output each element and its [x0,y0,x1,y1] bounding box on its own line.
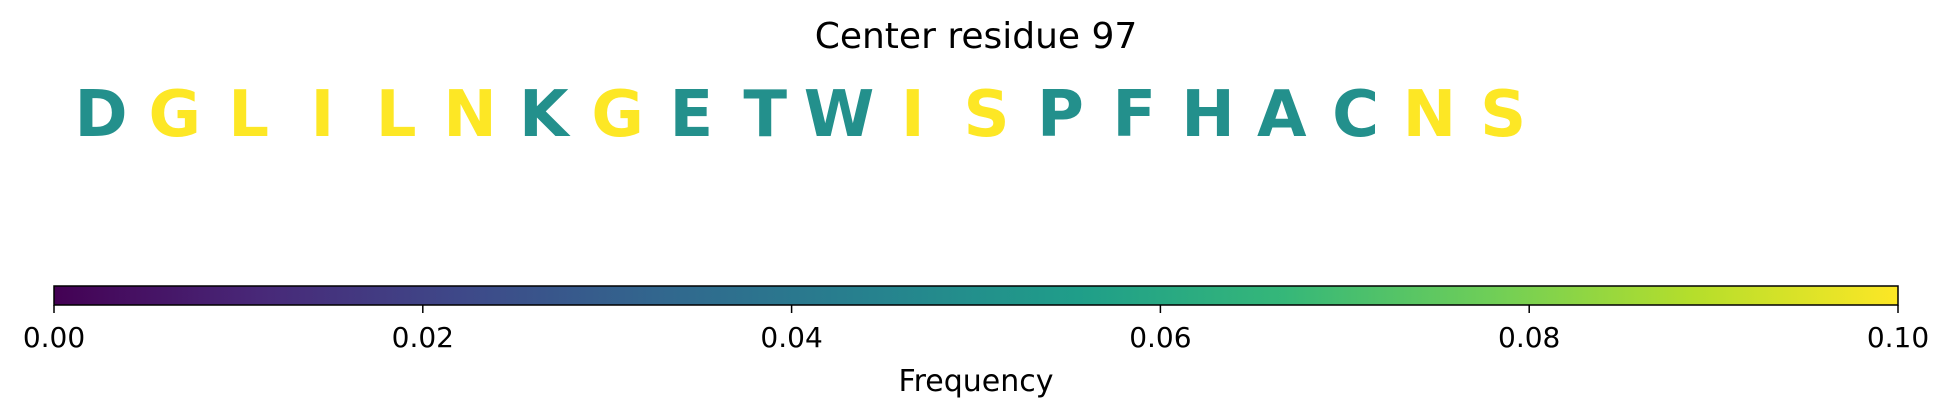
colorbar-tick-label: 0.08 [1498,321,1560,354]
residue-letter: W [804,78,875,152]
colorbar-tick-label: 0.02 [392,321,454,354]
residue-letter: I [310,78,334,152]
residue-letter: T [743,78,787,152]
residue-letter: H [1181,78,1235,152]
residue-letter: F [1112,78,1156,152]
residue-letter: P [1037,78,1084,152]
residue-letter: E [670,78,714,152]
colorbar-label: Frequency [899,364,1054,399]
residue-letter: L [228,78,269,152]
residue-letter: G [149,78,202,152]
residue-letter: N [443,78,497,152]
residue-letter: I [901,78,925,152]
chart-title: Center residue 97 [815,16,1138,57]
colorbar-ticks: 0.00 0.02 0.04 0.06 0.08 0.10 [23,305,1929,354]
residue-letter: D [74,78,127,152]
residue-letter: A [1257,78,1307,152]
residue-letter: S [964,78,1010,152]
colorbar-tick-label: 0.00 [23,321,85,354]
residue-letter: S [1480,78,1526,152]
residue-letter: L [376,78,417,152]
colorbar-tick-label: 0.06 [1129,321,1191,354]
residue-letter: N [1403,78,1457,152]
residue-letter: K [519,78,571,152]
colorbar-tick-label: 0.10 [1867,321,1929,354]
residue-letter: C [1332,78,1379,152]
colorbar-tick-label: 0.04 [760,321,822,354]
colorbar-fill [54,286,1898,305]
residue-letter: G [591,78,644,152]
colorbar: 0.00 0.02 0.04 0.06 0.08 0.10 Frequency [23,285,1929,399]
colorbar-frame [53,285,1899,306]
